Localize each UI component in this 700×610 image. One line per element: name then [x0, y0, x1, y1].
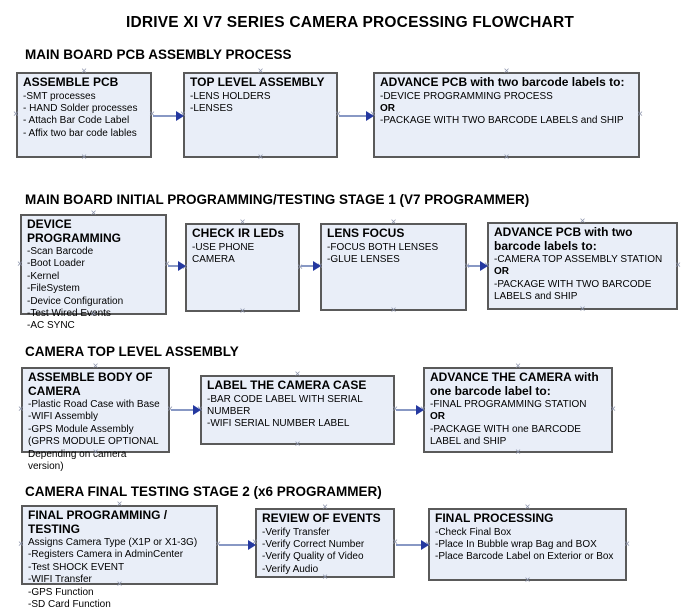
box-title: ADVANCE PCB with two barcode labels to:: [494, 225, 633, 253]
flow-box-label-camera-case: LABEL THE CAMERA CASE -BAR CODE LABEL WI…: [197, 370, 398, 450]
flow-box-final-processing: FINAL PROCESSING -Check Final Box -Place…: [425, 503, 630, 586]
connector-handle-icon: ×: [18, 539, 24, 550]
flow-arrow: [396, 405, 424, 415]
connector-handle-icon: ×: [257, 152, 264, 163]
connector-handle-icon: ×: [675, 260, 681, 271]
flow-arrow: [171, 405, 201, 415]
connector-handle-icon: ×: [297, 261, 303, 273]
connector-handle-icon: ×: [13, 109, 19, 120]
box-title: TOP LEVEL ASSEMBLY: [190, 75, 325, 89]
connector-handle-icon: ×: [18, 404, 24, 415]
box-body: -Check Final Box -Place In Bubble wrap B…: [435, 526, 614, 563]
arrowhead-icon: [193, 405, 201, 415]
box-body: -FOCUS BOTH LENSES -GLUE LENSES: [327, 241, 439, 265]
flow-box-device-programming: DEVICE PROGRAMMING -Scan Barcode -Boot L…: [17, 209, 170, 332]
connector-handle-icon: ×: [81, 152, 87, 163]
connector-handle-icon: ×: [392, 537, 398, 548]
connector-handle-icon: ×: [524, 575, 531, 586]
box-title: FINAL PROGRAMMING / TESTING: [28, 508, 168, 536]
box-title: REVIEW OF EVENTS: [262, 511, 381, 525]
flow-box-final-programming-testing: FINAL PROGRAMMING / TESTING Assigns Came…: [18, 500, 221, 610]
box-title: LABEL THE CAMERA CASE: [207, 378, 367, 392]
flow-box-advance-camera: ADVANCE THE CAMERA with one barcode labe…: [420, 362, 616, 458]
flow-arrow: [168, 261, 186, 271]
connector-handle-icon: ×: [610, 404, 616, 415]
connector-handle-icon: ×: [464, 262, 470, 272]
arrowhead-icon: [421, 540, 429, 550]
box-body: -USE PHONE CAMERA: [192, 241, 255, 265]
flow-arrow: [396, 540, 429, 550]
flow-box-lens-focus: LENS FOCUS -FOCUS BOTH LENSES -GLUE LENS…: [317, 218, 470, 316]
connector-handle-icon: ×: [503, 152, 510, 163]
or-label: OR: [430, 411, 445, 423]
connector-handle-icon: ×: [637, 109, 643, 120]
arrowhead-icon: [176, 111, 184, 121]
box-body: -FINAL PROGRAMMING STATION: [430, 399, 587, 410]
connector-handle-icon: ×: [17, 258, 23, 270]
flow-box-advance-pcb-2: ADVANCE PCB with two barcode labels to: …: [484, 217, 681, 315]
arrowhead-icon: [178, 261, 186, 271]
or-label: OR: [494, 266, 509, 278]
connector-handle-icon: ×: [294, 439, 301, 450]
box-body: -DEVICE PROGRAMMING PROCESS: [380, 90, 553, 102]
flow-box-assemble-body: ASSEMBLE BODY OF CAMERA -Plastic Road Ca…: [18, 362, 173, 473]
flow-arrow: [301, 261, 321, 271]
box-title: ASSEMBLE BODY OF CAMERA: [28, 370, 153, 398]
box-title: ADVANCE PCB with two barcode labels to:: [380, 75, 625, 89]
page-title: IDRIVE XI V7 SERIES CAMERA PROCESSING FL…: [125, 14, 575, 31]
arrowhead-icon: [366, 111, 374, 121]
flow-arrow: [153, 111, 184, 121]
flow-box-check-ir-leds: CHECK IR LEDs -USE PHONE CAMERA ××××: [182, 218, 303, 317]
box-title: ADVANCE THE CAMERA with one barcode labe…: [430, 370, 599, 398]
flow-box-top-level-assembly: TOP LEVEL ASSEMBLY -LENS HOLDERS -LENSES…: [180, 67, 341, 163]
box-title: CHECK IR LEDs: [192, 226, 285, 240]
section-heading-final-testing: CAMERA FINAL TESTING STAGE 2 (x6 PROGRAM…: [25, 484, 382, 499]
connector-handle-icon: ×: [624, 538, 630, 550]
box-body: -PACKAGE WITH TWO BARCODE LABELS and SHI…: [380, 115, 624, 127]
box-body: -Plastic Road Case with Base -WIFI Assem…: [28, 399, 160, 473]
flow-box-review-of-events: REVIEW OF EVENTS -Verify Transfer -Verif…: [252, 503, 398, 583]
connector-handle-icon: ×: [515, 447, 521, 458]
flow-arrow: [219, 540, 256, 550]
flow-box-advance-pcb-1: ADVANCE PCB with two barcode labels to: …: [370, 67, 643, 163]
arrowhead-icon: [416, 405, 424, 415]
box-body: -SMT processes - HAND Solder processes -…: [23, 90, 138, 139]
box-title: ASSEMBLE PCB: [23, 75, 119, 89]
box-body: -CAMERA TOP ASSEMBLY STATION: [494, 254, 663, 265]
section-heading-pcb-assembly: MAIN BOARD PCB ASSEMBLY PROCESS: [25, 47, 292, 62]
box-title: FINAL PROCESSING: [435, 511, 554, 525]
box-body: -Scan Barcode -Boot Loader -Kernel -File…: [27, 246, 124, 332]
arrowhead-icon: [480, 261, 488, 271]
connector-handle-icon: ×: [390, 305, 397, 316]
connector-handle-icon: ×: [239, 306, 246, 317]
or-label: OR: [380, 102, 395, 114]
box-body: -PACKAGE WITH one BARCODE LABEL and SHIP: [430, 423, 581, 448]
flow-arrow: [339, 111, 374, 121]
flow-box-assemble-pcb: ASSEMBLE PCB -SMT processes - HAND Solde…: [13, 67, 155, 163]
box-title: LENS FOCUS: [327, 226, 405, 240]
connector-handle-icon: ×: [579, 304, 586, 315]
box-body: -Verify Transfer -Verify Correct Number …: [262, 526, 365, 575]
arrowhead-icon: [313, 261, 321, 271]
box-body: Assigns Camera Type (X1P or X1-3G) -Regi…: [28, 537, 198, 610]
arrowhead-icon: [248, 540, 256, 550]
section-heading-initial-programming: MAIN BOARD INITIAL PROGRAMMING/TESTING S…: [25, 192, 530, 207]
box-body: -BAR CODE LABEL WITH SERIAL NUMBER -WIFI…: [207, 393, 363, 430]
section-heading-camera-top-assembly: CAMERA TOP LEVEL ASSEMBLY: [25, 344, 239, 359]
box-body: -LENS HOLDERS -LENSES: [190, 90, 271, 114]
box-title: DEVICE PROGRAMMING: [27, 217, 121, 245]
flow-arrow: [468, 261, 488, 271]
box-body: -PACKAGE WITH TWO BARCODE LABELS and SHI…: [494, 278, 652, 303]
